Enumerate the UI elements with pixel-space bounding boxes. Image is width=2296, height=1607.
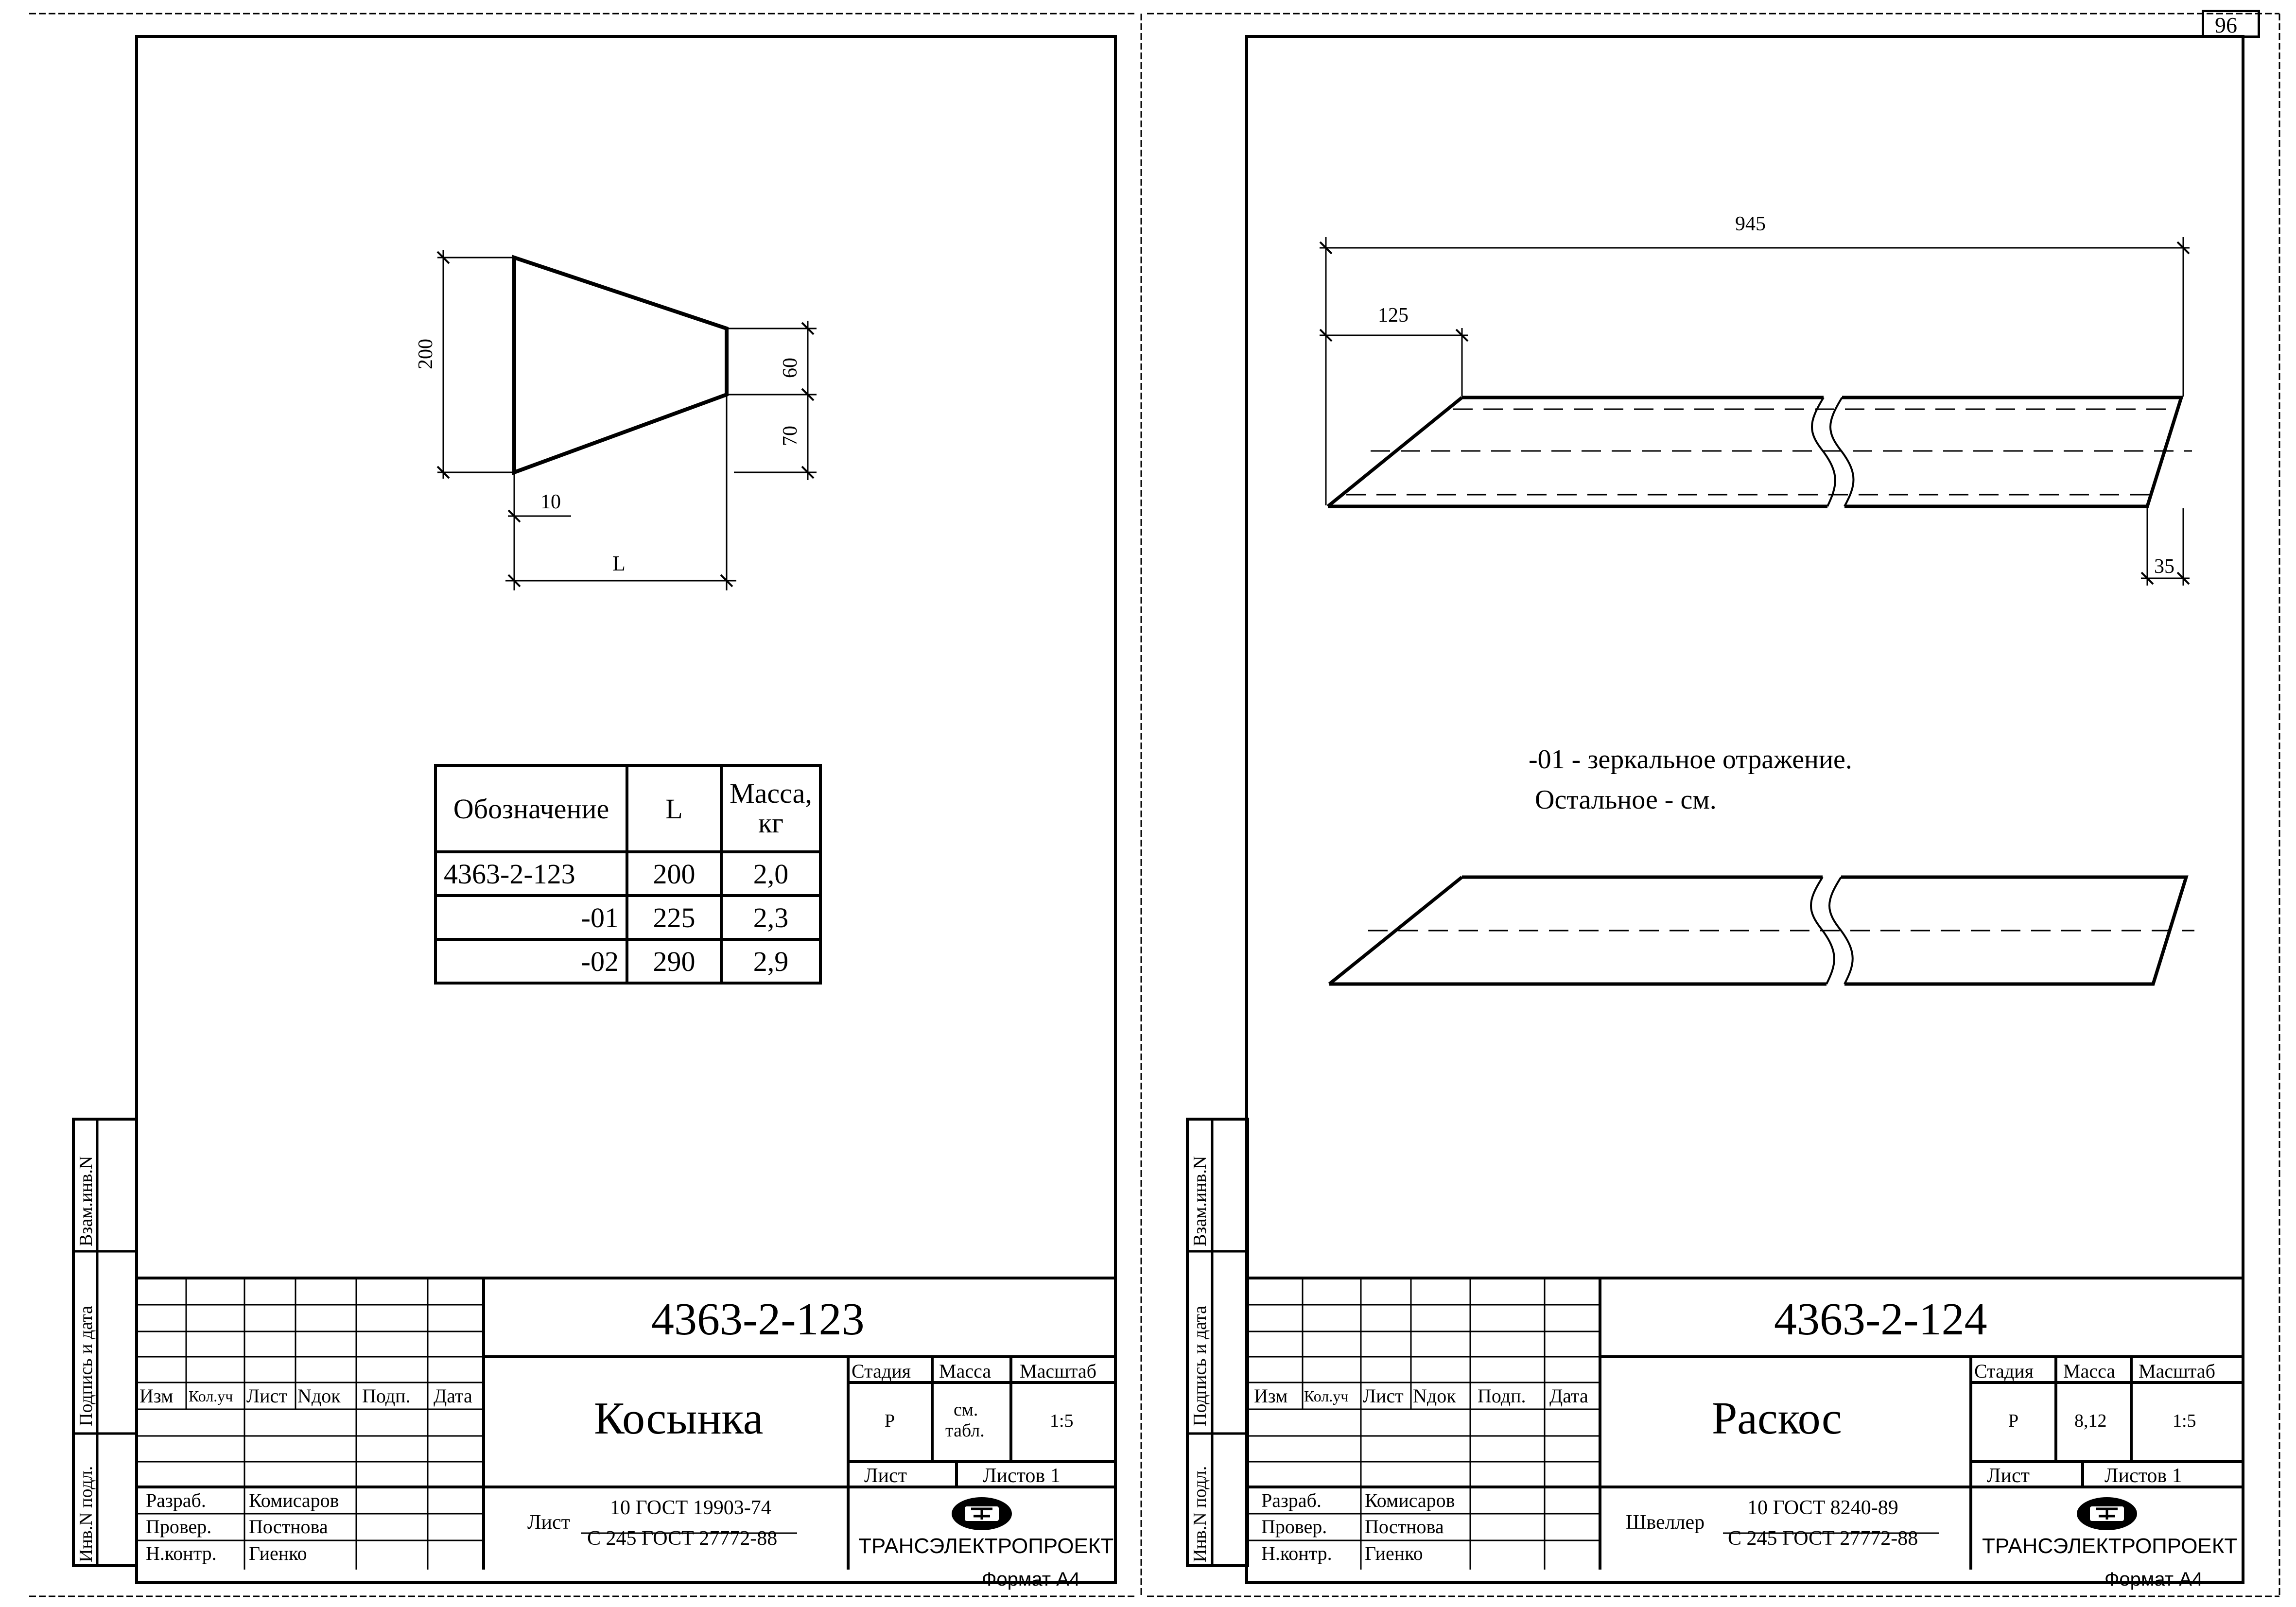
right-sheet-frame bbox=[1245, 35, 2244, 1584]
col-data: Дата bbox=[434, 1385, 472, 1407]
row-L: 225 bbox=[626, 894, 723, 941]
sheets-label: Листов 1 bbox=[983, 1465, 1061, 1487]
right-doc-code: 4363-2-124 bbox=[1774, 1294, 1987, 1345]
stage-value: Р bbox=[885, 1411, 895, 1431]
row-designation: -02 bbox=[434, 938, 628, 985]
role-normcontrol: Н.контр. bbox=[146, 1542, 217, 1564]
table-row: 4363-2-123 200 2,0 bbox=[434, 850, 822, 897]
material-label: Лист bbox=[527, 1511, 570, 1534]
spec-table: Обозначение L Масса,кг 4363-2-123 200 2,… bbox=[434, 764, 822, 985]
role-developer: Разраб. bbox=[146, 1489, 206, 1511]
left-part-name: Косынка bbox=[594, 1393, 764, 1444]
table-row: -01 225 2,3 bbox=[434, 894, 822, 941]
material-label: Швеллер bbox=[1626, 1511, 1705, 1534]
dim-35: 35 bbox=[2154, 555, 2174, 578]
material-top: 10 ГОСТ 8240-89 bbox=[1747, 1497, 1898, 1519]
left-doc-code: 4363-2-123 bbox=[651, 1294, 865, 1345]
note-line-2: Остальное - см. bbox=[1535, 785, 1717, 815]
col-ndok: Nдок bbox=[297, 1385, 341, 1407]
col-list: Лист bbox=[1363, 1385, 1404, 1407]
col-kol: Кол.уч bbox=[1304, 1387, 1349, 1405]
stage-value: Р bbox=[2008, 1411, 2019, 1431]
material-bottom: С 245 ГОСТ 27772-88 bbox=[587, 1527, 778, 1550]
col-izm: Изм bbox=[1254, 1385, 1288, 1407]
col-podp: Подп. bbox=[362, 1385, 411, 1407]
page-number: 96 bbox=[2215, 13, 2237, 37]
note-line-1: -01 - зеркальное отражение. bbox=[1529, 744, 1852, 775]
company-name: ТРАНСЭЛЕКТРОПРОЕКТ bbox=[1982, 1534, 2238, 1558]
scale-value: 1:5 bbox=[1050, 1411, 1074, 1431]
dim-L: L bbox=[612, 552, 626, 575]
row-designation: -01 bbox=[434, 894, 628, 941]
mass-header: Масса bbox=[939, 1360, 991, 1382]
name-developer: Комисаров bbox=[249, 1489, 339, 1511]
company-name: ТРАНСЭЛЕКТРОПРОЕКТ bbox=[858, 1534, 1114, 1558]
left-side-strip bbox=[72, 1118, 138, 1567]
stage-header: Стадия bbox=[1974, 1360, 2034, 1382]
mass-value: см. bbox=[954, 1400, 978, 1420]
scale-header: Масштаб bbox=[1020, 1360, 1096, 1382]
material-bottom: С 245 ГОСТ 27772-88 bbox=[1728, 1527, 1918, 1550]
dim-125: 125 bbox=[1378, 304, 1409, 327]
mass-value-2: табл. bbox=[945, 1420, 985, 1441]
role-checker: Провер. bbox=[1261, 1516, 1327, 1538]
row-L: 290 bbox=[626, 938, 723, 985]
name-normcontrol: Гиенко bbox=[1365, 1542, 1423, 1564]
header-mass: Масса,кг bbox=[720, 764, 822, 853]
name-normcontrol: Гиенко bbox=[249, 1542, 307, 1564]
col-kol: Кол.уч bbox=[189, 1387, 233, 1405]
name-developer: Комисаров bbox=[1365, 1489, 1455, 1511]
role-checker: Провер. bbox=[146, 1516, 212, 1538]
row-mass: 2,9 bbox=[720, 938, 822, 985]
col-podp: Подп. bbox=[1478, 1385, 1526, 1407]
material-top: 10 ГОСТ 19903-74 bbox=[610, 1497, 771, 1519]
col-ndok: Nдок bbox=[1413, 1385, 1456, 1407]
row-designation: 4363-2-123 bbox=[434, 850, 628, 897]
right-part-name: Раскос bbox=[1712, 1393, 1842, 1444]
sheet-label: Лист bbox=[1987, 1465, 2030, 1487]
name-checker: Постнова bbox=[249, 1516, 328, 1538]
role-normcontrol: Н.контр. bbox=[1261, 1542, 1332, 1564]
col-list: Лист bbox=[246, 1385, 287, 1407]
role-developer: Разраб. bbox=[1261, 1489, 1322, 1511]
scale-value: 1:5 bbox=[2173, 1411, 2196, 1431]
format-label: Формат А4 bbox=[2105, 1569, 2203, 1590]
stage-header: Стадия bbox=[852, 1360, 911, 1382]
header-L: L bbox=[626, 764, 723, 853]
row-L: 200 bbox=[626, 850, 723, 897]
col-data: Дата bbox=[1549, 1385, 1588, 1407]
sheet-label: Лист bbox=[864, 1465, 907, 1487]
col-izm: Изм bbox=[139, 1385, 174, 1407]
format-label: Формат А4 bbox=[982, 1569, 1080, 1590]
mass-header: Масса bbox=[2063, 1360, 2116, 1382]
header-designation: Обозначение bbox=[434, 764, 628, 853]
sheets-label: Листов 1 bbox=[2105, 1465, 2182, 1487]
dim-945: 945 bbox=[1735, 213, 1766, 235]
left-sheet-frame bbox=[135, 35, 1117, 1584]
right-side-strip bbox=[1186, 1118, 1249, 1567]
row-mass: 2,3 bbox=[720, 894, 822, 941]
table-row: -02 290 2,9 bbox=[434, 938, 822, 985]
row-mass: 2,0 bbox=[720, 850, 822, 897]
scale-header: Масштаб bbox=[2139, 1360, 2215, 1382]
dim-10: 10 bbox=[540, 491, 561, 513]
name-checker: Постнова bbox=[1365, 1516, 1444, 1538]
mass-value: 8,12 bbox=[2074, 1411, 2107, 1431]
spec-table-header: Обозначение L Масса,кг bbox=[434, 764, 822, 853]
